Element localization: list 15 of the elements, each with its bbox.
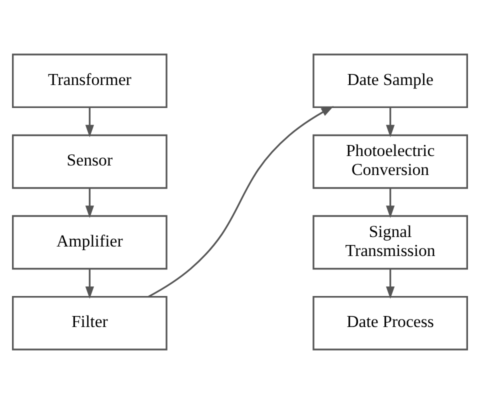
node-box: Date Sample bbox=[312, 53, 468, 108]
node-box: Photoelectric Conversion bbox=[312, 134, 468, 188]
arrow bbox=[386, 268, 395, 298]
node-box: Filter bbox=[12, 295, 168, 350]
node-box: Amplifier bbox=[12, 214, 168, 270]
node-box: Signal Transmission bbox=[312, 214, 468, 270]
arrow bbox=[85, 268, 94, 298]
node-box: Transformer bbox=[12, 53, 168, 108]
arrow bbox=[386, 106, 395, 137]
arrow bbox=[148, 106, 334, 297]
arrow bbox=[386, 188, 395, 218]
node-box: Date Process bbox=[312, 295, 468, 350]
node-box: Sensor bbox=[12, 134, 168, 188]
arrow bbox=[85, 188, 94, 218]
arrow bbox=[85, 106, 94, 137]
